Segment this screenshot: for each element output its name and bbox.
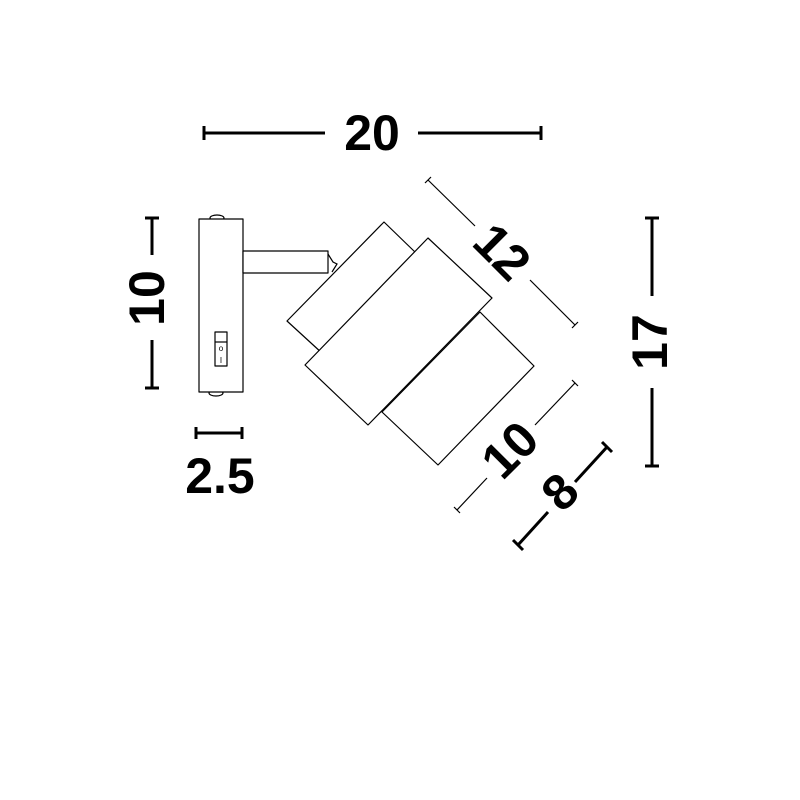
- plate-height-label: 10: [119, 270, 175, 326]
- lamp-arm: [242, 250, 338, 274]
- switch-on-mark: I: [220, 356, 222, 365]
- dimension-plate-height: 10: [119, 216, 175, 390]
- lamp-shade: [286, 221, 535, 466]
- dimension-total-height: 17: [622, 216, 678, 468]
- rocker-switch: o I: [214, 331, 228, 367]
- shade-front-section: [304, 237, 493, 426]
- wall-plate: o I: [198, 214, 244, 397]
- shade-rear-section: [381, 311, 535, 466]
- shade-length-label: 12: [463, 213, 542, 292]
- switch-off-mark: o: [219, 344, 224, 353]
- dimension-plate-depth: 2.5: [185, 427, 255, 504]
- width-label: 20: [344, 105, 400, 161]
- dimension-width: 20: [202, 105, 543, 161]
- total-height-label: 17: [622, 314, 678, 370]
- plate-depth-label: 2.5: [185, 448, 255, 504]
- shade-inner-label: 8: [530, 462, 589, 521]
